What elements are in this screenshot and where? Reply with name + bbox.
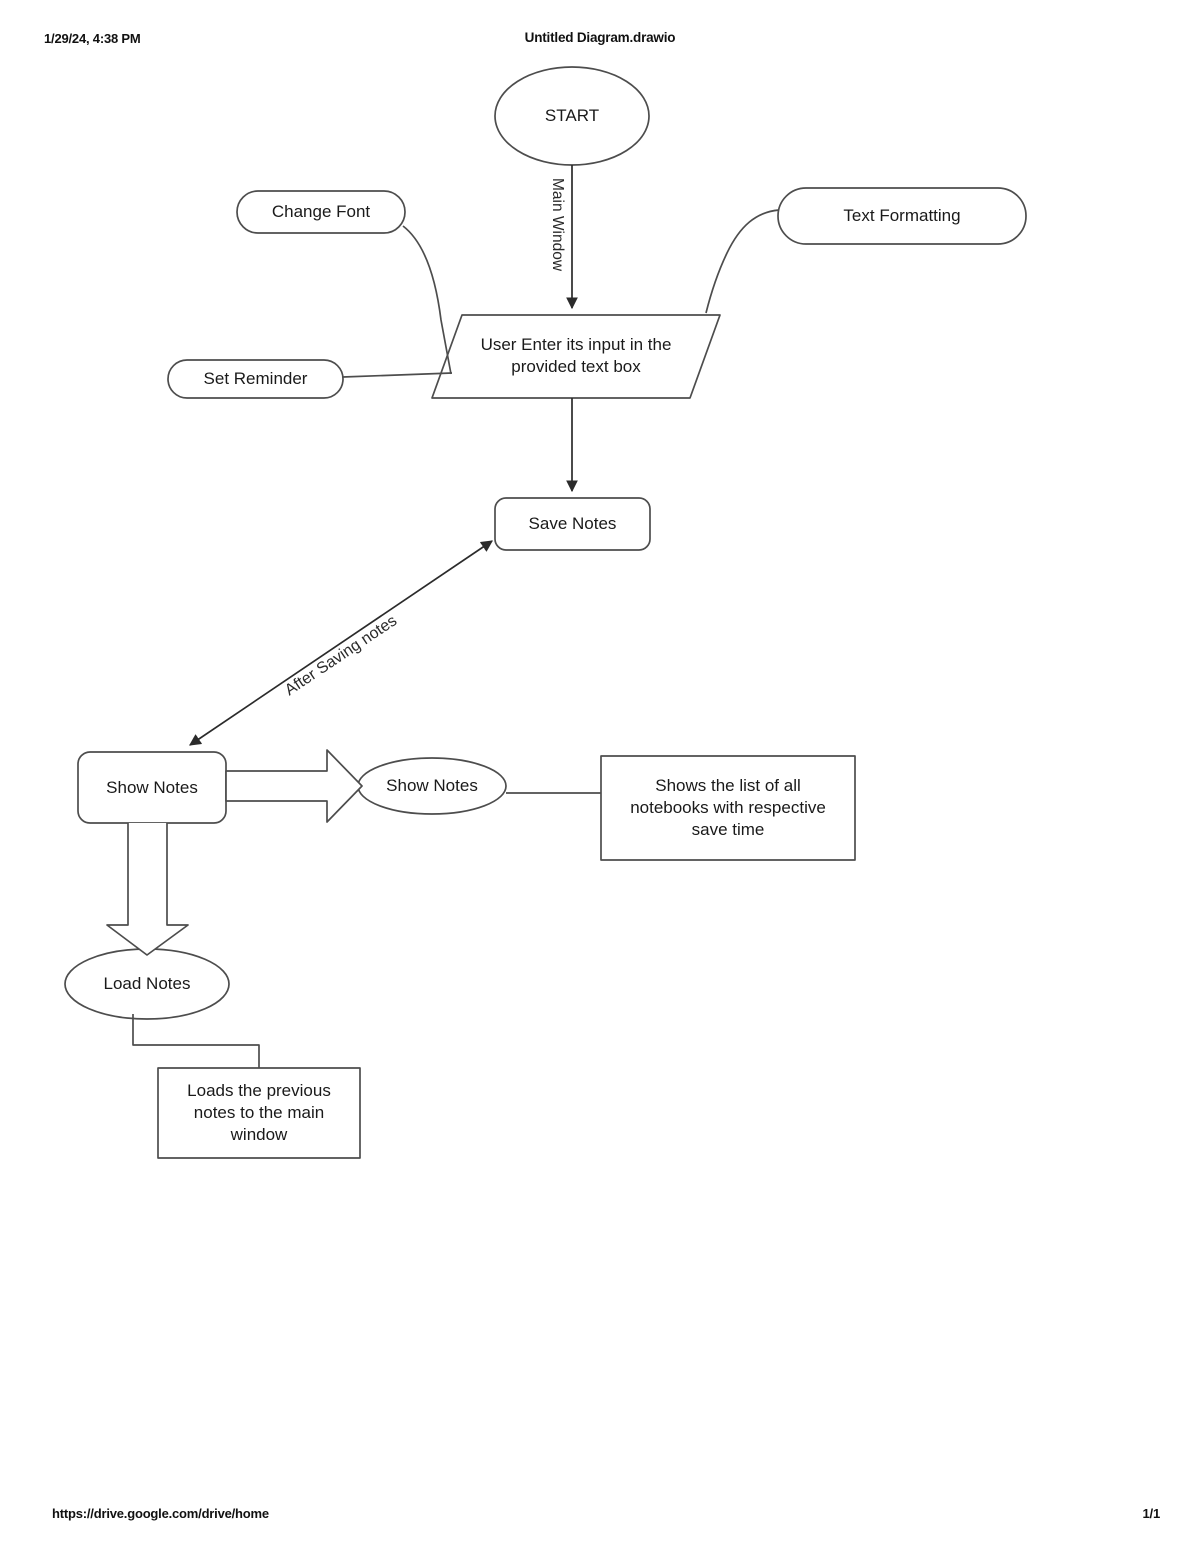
- edge-shownotes-to-load-block-arrow[interactable]: [106, 823, 189, 956]
- edge-changefont-to-input[interactable]: [402, 225, 452, 375]
- print-header-title: Untitled Diagram.drawio: [524, 30, 676, 45]
- node-text-formatting-shape[interactable]: [777, 187, 1027, 245]
- node-change-font-shape[interactable]: [236, 190, 406, 234]
- edge-setreminder-to-input[interactable]: [342, 372, 453, 378]
- node-save-notes-shape[interactable]: [494, 497, 651, 551]
- edge-shownotes-to-oval-block-arrow[interactable]: [225, 749, 363, 823]
- edge-textformatting-to-input[interactable]: [705, 209, 780, 314]
- edge-save-to-shownotes[interactable]: [189, 540, 493, 746]
- node-load-notes-shape[interactable]: [64, 948, 230, 1020]
- node-user-input-shape[interactable]: [431, 314, 721, 399]
- node-notebooks-note-shape[interactable]: [600, 755, 856, 861]
- edge-label-main-window: Main Window: [549, 178, 566, 272]
- print-footer-url: https://drive.google.com/drive/home: [52, 1506, 269, 1521]
- edge-load-to-note[interactable]: [132, 1014, 260, 1068]
- node-show-notes-box-shape[interactable]: [77, 751, 227, 824]
- node-start-shape[interactable]: [494, 66, 650, 166]
- node-set-reminder-shape[interactable]: [167, 359, 344, 399]
- node-load-notes-note-shape[interactable]: [157, 1067, 361, 1159]
- print-header-date: 1/29/24, 4:38 PM: [44, 31, 141, 46]
- print-footer-page-number: 1/1: [1142, 1506, 1161, 1521]
- node-show-notes-oval-shape[interactable]: [357, 757, 507, 815]
